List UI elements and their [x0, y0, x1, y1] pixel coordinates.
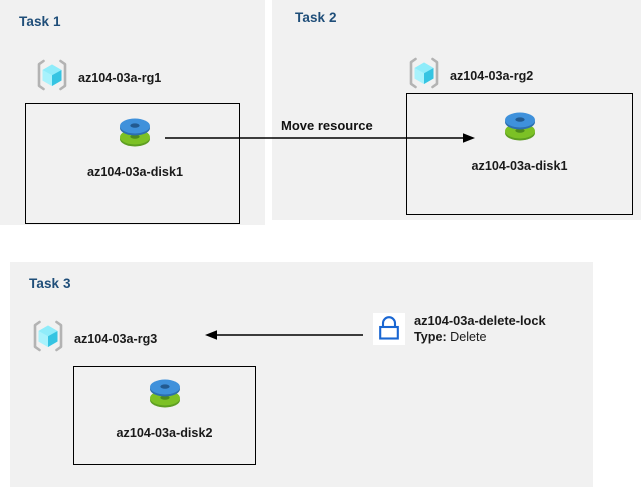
move-resource-label: Move resource [281, 118, 373, 133]
arrow-right-icon [463, 133, 475, 143]
resource-group-item-1: az104-03a-rg1 [34, 57, 161, 98]
resource-group-item-2: az104-03a-rg2 [406, 55, 533, 96]
managed-disk-icon [70, 113, 200, 160]
disk-label-3: az104-03a-disk2 [116, 426, 213, 440]
delete-lock-type-value: Delete [450, 330, 487, 344]
disk-label-2: az104-03a-disk1 [471, 159, 568, 173]
managed-disk-icon [102, 374, 227, 421]
disk-item-1: az104-03a-disk1 [70, 113, 200, 181]
delete-lock-name: az104-03a-delete-lock [414, 313, 546, 328]
delete-lock-arrow [205, 330, 363, 340]
delete-lock-type: Type: Delete [414, 329, 546, 345]
resource-group-label-2: az104-03a-rg2 [450, 68, 534, 83]
resource-group-cube-icon [406, 55, 442, 96]
panel-title-task-1: Task 1 [19, 14, 61, 29]
panel-title-task-2: Task 2 [295, 10, 337, 25]
resource-group-item-3: az104-03a-rg3 [30, 318, 157, 359]
resource-group-cube-icon [30, 318, 66, 359]
resource-group-label-3: az104-03a-rg3 [74, 331, 158, 346]
padlock-icon [373, 313, 405, 345]
panel-title-task-3: Task 3 [29, 276, 71, 291]
disk-item-2: az104-03a-disk1 [447, 107, 592, 175]
delete-lock-type-label: Type: [414, 330, 447, 344]
resource-group-label-1: az104-03a-rg1 [78, 70, 162, 85]
arrow-left-icon [205, 330, 217, 340]
managed-disk-icon [447, 107, 592, 154]
delete-lock-item: az104-03a-delete-lock Type: Delete [373, 313, 546, 345]
disk-label-1: az104-03a-disk1 [87, 165, 183, 179]
resource-group-cube-icon [34, 57, 70, 98]
delete-lock-text: az104-03a-delete-lock Type: Delete [414, 313, 546, 345]
move-resource-arrow [165, 133, 475, 143]
disk-item-3: az104-03a-disk2 [102, 374, 227, 442]
